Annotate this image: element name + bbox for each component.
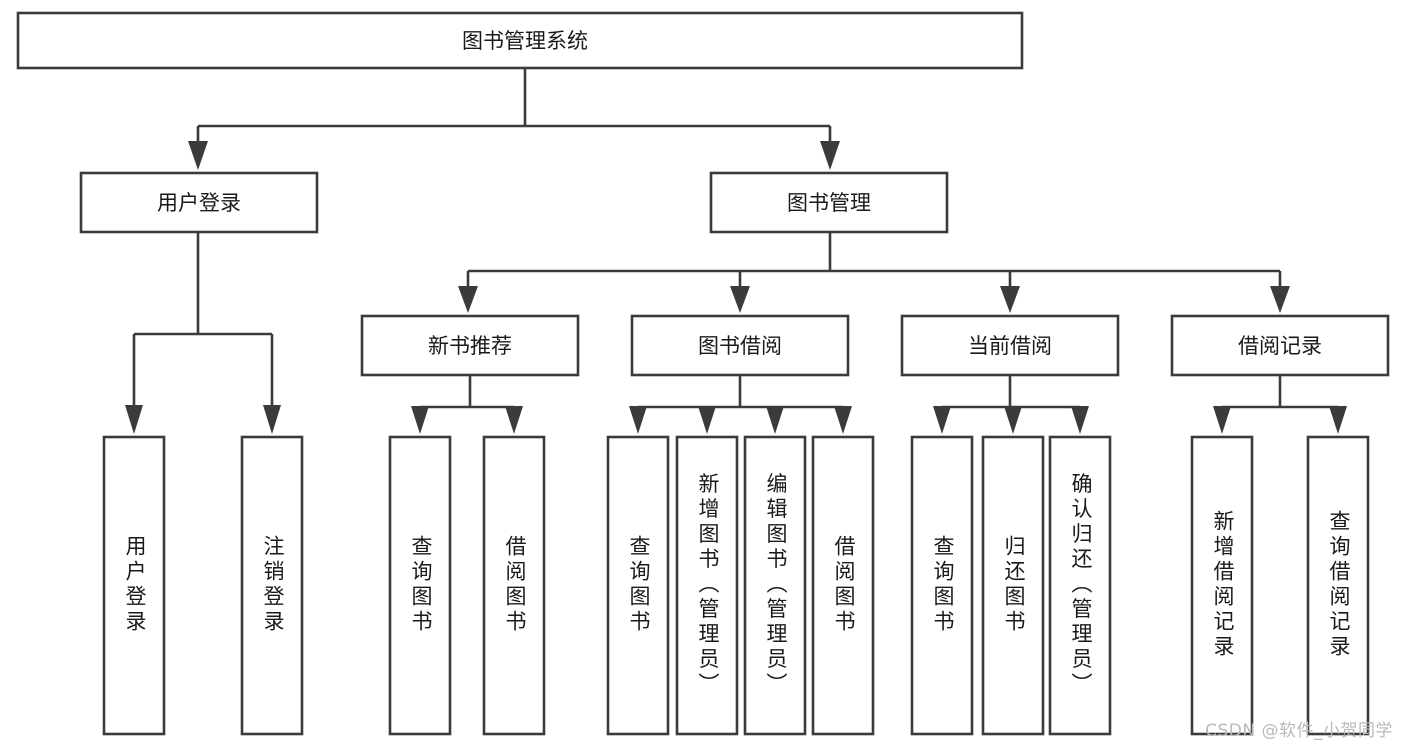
connector-group-bookmgmt	[458, 232, 1290, 313]
node-leaf-current-query[interactable]: 查询图书	[910, 435, 974, 736]
arrow-head-records-add	[1213, 406, 1231, 434]
node-leaf-current-return[interactable]: 归还图书	[981, 435, 1045, 736]
node-leaf-newbook-borrow-label: 借阅图书	[503, 535, 527, 635]
node-leaf-newbook-borrow[interactable]: 借阅图书	[482, 435, 546, 736]
node-leaf-records-add-label: 新增借阅记录	[1211, 510, 1235, 660]
node-bookmgmt-label: 图书管理	[787, 191, 871, 215]
arrow-head-current-confirm	[1071, 406, 1089, 434]
arrow-head-records-query	[1329, 406, 1347, 434]
node-leaf-current-return-box[interactable]	[981, 435, 1045, 736]
node-leaf-newbook-query-box[interactable]	[388, 435, 452, 736]
node-leaf-records-query-label: 查询借阅记录	[1327, 510, 1351, 660]
arrow-head-user-login	[125, 405, 143, 434]
node-leaf-borrow-edit-label: 编辑图书（管理员）	[764, 473, 788, 698]
node-leaf-newbook-query[interactable]: 查询图书	[388, 435, 452, 736]
node-leaf-newbook-query-label: 查询图书	[409, 535, 433, 635]
node-root-label: 图书管理系统	[462, 29, 588, 53]
connector-group-login	[125, 232, 281, 434]
node-bookmgmt[interactable]: 图书管理	[709, 171, 949, 234]
node-leaf-records-add[interactable]: 新增借阅记录	[1190, 435, 1254, 736]
node-leaf-borrow-add[interactable]: 新增图书（管理员）	[675, 435, 739, 736]
arrow-head-current-query	[933, 406, 951, 434]
node-leaf-borrow-add-label: 新增图书（管理员）	[696, 473, 720, 698]
node-leaf-borrow-edit[interactable]: 编辑图书（管理员）	[743, 435, 807, 736]
node-leaf-current-confirm-label: 确认归还（管理员）	[1069, 473, 1093, 698]
node-leaf-borrow-query[interactable]: 查询图书	[606, 435, 670, 736]
node-leaf-current-confirm-box[interactable]	[1048, 435, 1112, 736]
connector-group-records	[1213, 375, 1347, 434]
node-current-label: 当前借阅	[968, 334, 1052, 358]
node-current[interactable]: 当前借阅	[900, 314, 1120, 377]
node-leaf-newbook-borrow-box[interactable]	[482, 435, 546, 736]
node-newbook-box[interactable]	[360, 314, 580, 377]
arrow-head-current-return	[1004, 406, 1022, 434]
node-records-box[interactable]	[1170, 314, 1390, 377]
arrow-head-borrow-add	[698, 406, 716, 434]
arrow-head-borrow-query	[629, 406, 647, 434]
node-login[interactable]: 用户登录	[79, 171, 319, 234]
node-root-box[interactable]	[16, 11, 1024, 70]
node-leaf-current-confirm[interactable]: 确认归还（管理员）	[1048, 435, 1112, 736]
node-leaf-borrow-query-box[interactable]	[606, 435, 670, 736]
node-leaf-borrow-lend[interactable]: 借阅图书	[811, 435, 875, 736]
node-leaf-borrow-lend-box[interactable]	[811, 435, 875, 736]
arrow-head-records	[1270, 286, 1290, 313]
arrow-head-bookmgmt	[820, 141, 840, 170]
node-login-label: 用户登录	[157, 191, 241, 215]
arrow-head-borrow-edit	[766, 406, 784, 434]
arrow-head-borrow-lend	[834, 406, 852, 434]
arrow-head-current	[1000, 286, 1020, 313]
arrow-head-newbook-query	[411, 406, 429, 434]
node-leaf-user-login-box[interactable]	[102, 435, 166, 736]
node-newbook[interactable]: 新书推荐	[360, 314, 580, 377]
node-leaf-user-login[interactable]: 用户登录	[102, 435, 166, 736]
node-leaf-current-return-label: 归还图书	[1002, 535, 1026, 635]
node-newbook-label: 新书推荐	[428, 334, 512, 358]
node-records-label: 借阅记录	[1238, 334, 1322, 358]
node-login-box[interactable]	[79, 171, 319, 234]
connector-group-borrow	[629, 375, 852, 434]
node-borrow[interactable]: 图书借阅	[630, 314, 850, 377]
node-leaf-records-query[interactable]: 查询借阅记录	[1306, 435, 1370, 736]
connector-group-root	[188, 68, 840, 170]
node-records[interactable]: 借阅记录	[1170, 314, 1390, 377]
node-root[interactable]: 图书管理系统	[16, 11, 1024, 70]
node-leaf-user-login-label: 用户登录	[123, 535, 147, 635]
node-leaf-user-logout-box[interactable]	[240, 435, 304, 736]
node-leaf-borrow-query-label: 查询图书	[627, 535, 651, 635]
node-leaf-current-query-box[interactable]	[910, 435, 974, 736]
arrow-head-newbook-borrow	[505, 406, 523, 434]
arrow-head-user-logout	[263, 405, 281, 434]
node-borrow-label: 图书借阅	[698, 334, 782, 358]
node-leaf-user-logout-label: 注销登录	[261, 535, 285, 635]
node-leaf-records-query-box[interactable]	[1306, 435, 1370, 736]
node-leaf-current-query-label: 查询图书	[931, 535, 955, 635]
arrow-head-newbook	[458, 286, 478, 313]
connector-group-newbook	[411, 375, 523, 434]
node-leaf-borrow-lend-label: 借阅图书	[832, 535, 856, 635]
node-leaf-borrow-edit-box[interactable]	[743, 435, 807, 736]
node-leaf-user-logout[interactable]: 注销登录	[240, 435, 304, 736]
arrow-head-login	[188, 141, 208, 170]
node-current-box[interactable]	[900, 314, 1120, 377]
node-bookmgmt-box[interactable]	[709, 171, 949, 234]
node-leaf-records-add-box[interactable]	[1190, 435, 1254, 736]
node-borrow-box[interactable]	[630, 314, 850, 377]
connector-group-current	[933, 375, 1089, 434]
node-leaf-borrow-add-box[interactable]	[675, 435, 739, 736]
arrow-head-borrow	[730, 286, 750, 313]
